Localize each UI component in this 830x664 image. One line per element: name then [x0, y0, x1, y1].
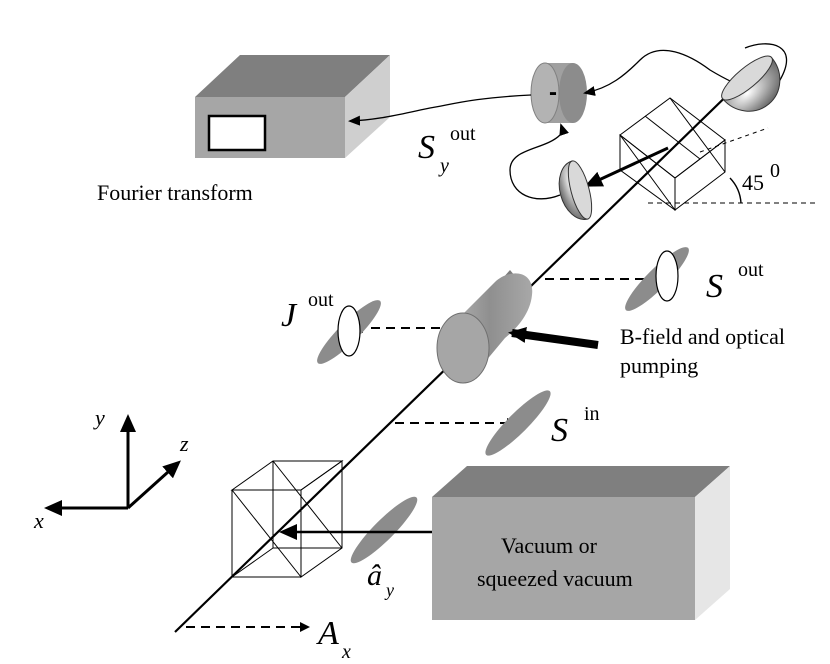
j-out-circle — [337, 305, 361, 357]
axis-x-label: x — [33, 508, 44, 533]
label-j-out: J out — [281, 289, 334, 334]
signal-wire-to-fourier — [348, 94, 532, 126]
svg-text:y: y — [384, 580, 394, 600]
coordinate-axes: y x z — [33, 405, 189, 533]
vacuum-source-box — [432, 466, 730, 620]
svg-text:out: out — [738, 259, 764, 281]
vacuum-label-line1: Vacuum or — [501, 533, 598, 558]
a-y-ellipse — [350, 496, 418, 564]
detector-top-right — [721, 55, 781, 112]
label-s-out: S out — [706, 259, 764, 305]
angle-arc — [729, 177, 742, 204]
axis-z-label: z — [179, 431, 189, 456]
fourier-transform-box — [195, 55, 390, 158]
polarizing-beamsplitter-bottom — [230, 460, 344, 578]
axis-y-label: y — [93, 405, 105, 430]
label-a-x: A x — [316, 615, 351, 663]
angle-label: 45 — [742, 170, 764, 195]
svg-text:S: S — [418, 129, 435, 166]
label-a-y: â y — [367, 559, 394, 600]
fourier-label: Fourier transform — [97, 180, 253, 205]
vacuum-label-line2: squeezed vacuum — [477, 566, 633, 591]
signal-wire-top-detector — [583, 43, 788, 96]
s-in-ellipse — [485, 390, 551, 456]
detector-lower — [558, 160, 593, 220]
svg-text:out: out — [450, 123, 476, 145]
angle-superscript: 0 — [770, 160, 780, 182]
label-s-in: S in — [551, 403, 600, 449]
axis-z-arrow — [126, 460, 181, 510]
reflected-beam — [584, 146, 669, 187]
svg-text:x: x — [341, 641, 351, 663]
svg-text:â: â — [367, 559, 382, 592]
signal-wire-lower-detector — [509, 123, 569, 200]
svg-text:in: in — [584, 403, 600, 425]
b-field-arrow — [508, 327, 599, 349]
b-field-label-line1: B-field and optical — [620, 324, 785, 349]
svg-text:J: J — [281, 297, 298, 334]
svg-text:A: A — [316, 615, 339, 652]
label-sy-out: S y out — [418, 123, 476, 177]
svg-text:S: S — [706, 268, 723, 305]
svg-text:S: S — [551, 412, 568, 449]
b-field-label-line2: pumping — [620, 353, 698, 378]
s-out-circle — [655, 250, 679, 302]
svg-text:out: out — [308, 289, 334, 311]
subtractor — [530, 62, 587, 124]
fourier-display-screen — [207, 114, 267, 152]
svg-text:y: y — [438, 155, 449, 177]
polarizing-beamsplitter-top — [619, 97, 726, 212]
subtractor-minus-sign: - — [549, 79, 557, 106]
atomic-ensemble-cell — [436, 270, 533, 384]
angle-reference-dashed — [699, 127, 769, 153]
